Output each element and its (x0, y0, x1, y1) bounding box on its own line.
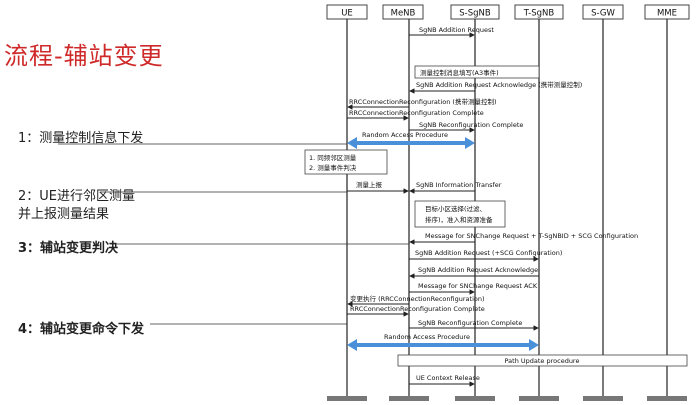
lifeline-end-s-gw (583, 396, 623, 401)
arrow-random-access-2-left-head (347, 339, 357, 351)
note-path-update-text: Path Update procedure (505, 357, 580, 365)
msg-change-execution: 变更执行 (RRCConnectionReconfiguration) (350, 294, 485, 303)
entity-mme: MME (657, 9, 677, 19)
note-target-selection-line2: 排序)，准入和资源准备 (425, 215, 493, 224)
msg-sgnb-addition-ack: SgNB Addition Request Acknowledge (418, 266, 538, 274)
lifeline-end-mme (647, 396, 687, 401)
msg-meas-report: 测量上报 (356, 180, 383, 189)
note-path-update (397, 354, 688, 367)
msg-sgnb-reconf-complete-2: SgNB Reconfiguration Complete (418, 319, 522, 327)
lifeline-end-t-sgnb (519, 396, 559, 401)
step-1-label: 1：测量控制信息下发 (18, 131, 144, 146)
step-3-label: 3：辅站变更判决 (18, 241, 119, 256)
note-meas-control-fill-text: 测量控制消息填写(A3事件) (420, 68, 499, 77)
msg-snchange-request: Message for SNChange Request + T-SgNBID … (425, 232, 638, 240)
arrow-random-access-1-left-head (347, 137, 357, 149)
msg-ue-context-release: UE Context Release (416, 374, 480, 382)
entity-ue: UE (341, 9, 353, 19)
lifeline-end-s-sgnb (455, 396, 495, 401)
lifeline-end-menb (389, 396, 429, 401)
entity-s-gw: S-GW (591, 9, 615, 19)
msg-sgnb-addition-ack-meas: SgNB Addition Request Acknowledge (携带测量控… (416, 80, 582, 89)
note-meas-control-fill (414, 65, 540, 79)
msg-rrc-reconf-complete-2: RRCConnectionReconfiguration Complete (350, 305, 485, 313)
note-ue-measurement (304, 149, 388, 175)
msg-sgnb-addition-request-scg: SgNB Addition Request (+SCG Configuratio… (415, 249, 562, 257)
slide-title: 流程-辅站变更 (4, 42, 164, 70)
msg-sgnb-reconf-complete-1: SgNB Reconfiguration Complete (419, 121, 523, 129)
msg-random-access-1: Random Access Procedure (362, 131, 448, 139)
note-ue-meas-line1: 1. 同频邻区测量 (309, 153, 357, 162)
entity-s-sgnb: S-SgNB (459, 9, 491, 19)
msg-sgnb-info-transfer: SgNB Information Transfer (416, 181, 502, 189)
note-ue-meas-line2: 2. 测量事件判决 (309, 163, 357, 172)
msg-sgnb-addition-request: SgNB Addition Request (419, 26, 494, 34)
step-2-label-cont: 并上报测量结果 (18, 207, 110, 222)
step-4-label: 4：辅站变更命令下发 (18, 322, 145, 337)
note-target-selection (414, 200, 506, 228)
msg-rrc-reconf-complete-1: RRCConnectionReconfiguration Complete (349, 109, 484, 117)
arrow-random-access-2-right-head (529, 339, 539, 351)
lifeline-end-ue (327, 396, 367, 401)
msg-snchange-request-ack: Message for SNChange Request ACK (418, 282, 538, 290)
arrow-random-access-1-right-head (465, 137, 475, 149)
msg-rrc-reconf-meas: RRCConnectionReconfiguration (携带测量控制) (349, 97, 497, 106)
entity-menb: MeNB (391, 9, 416, 19)
note-target-selection-line1: 目标小区选择(过滤、 (425, 204, 486, 213)
msg-random-access-2: Random Access Procedure (384, 333, 470, 341)
entity-t-sgnb: T-SgNB (523, 9, 555, 19)
step-2-label: 2：UE进行邻区测量 (18, 189, 136, 204)
entity-box-menb (382, 4, 424, 20)
